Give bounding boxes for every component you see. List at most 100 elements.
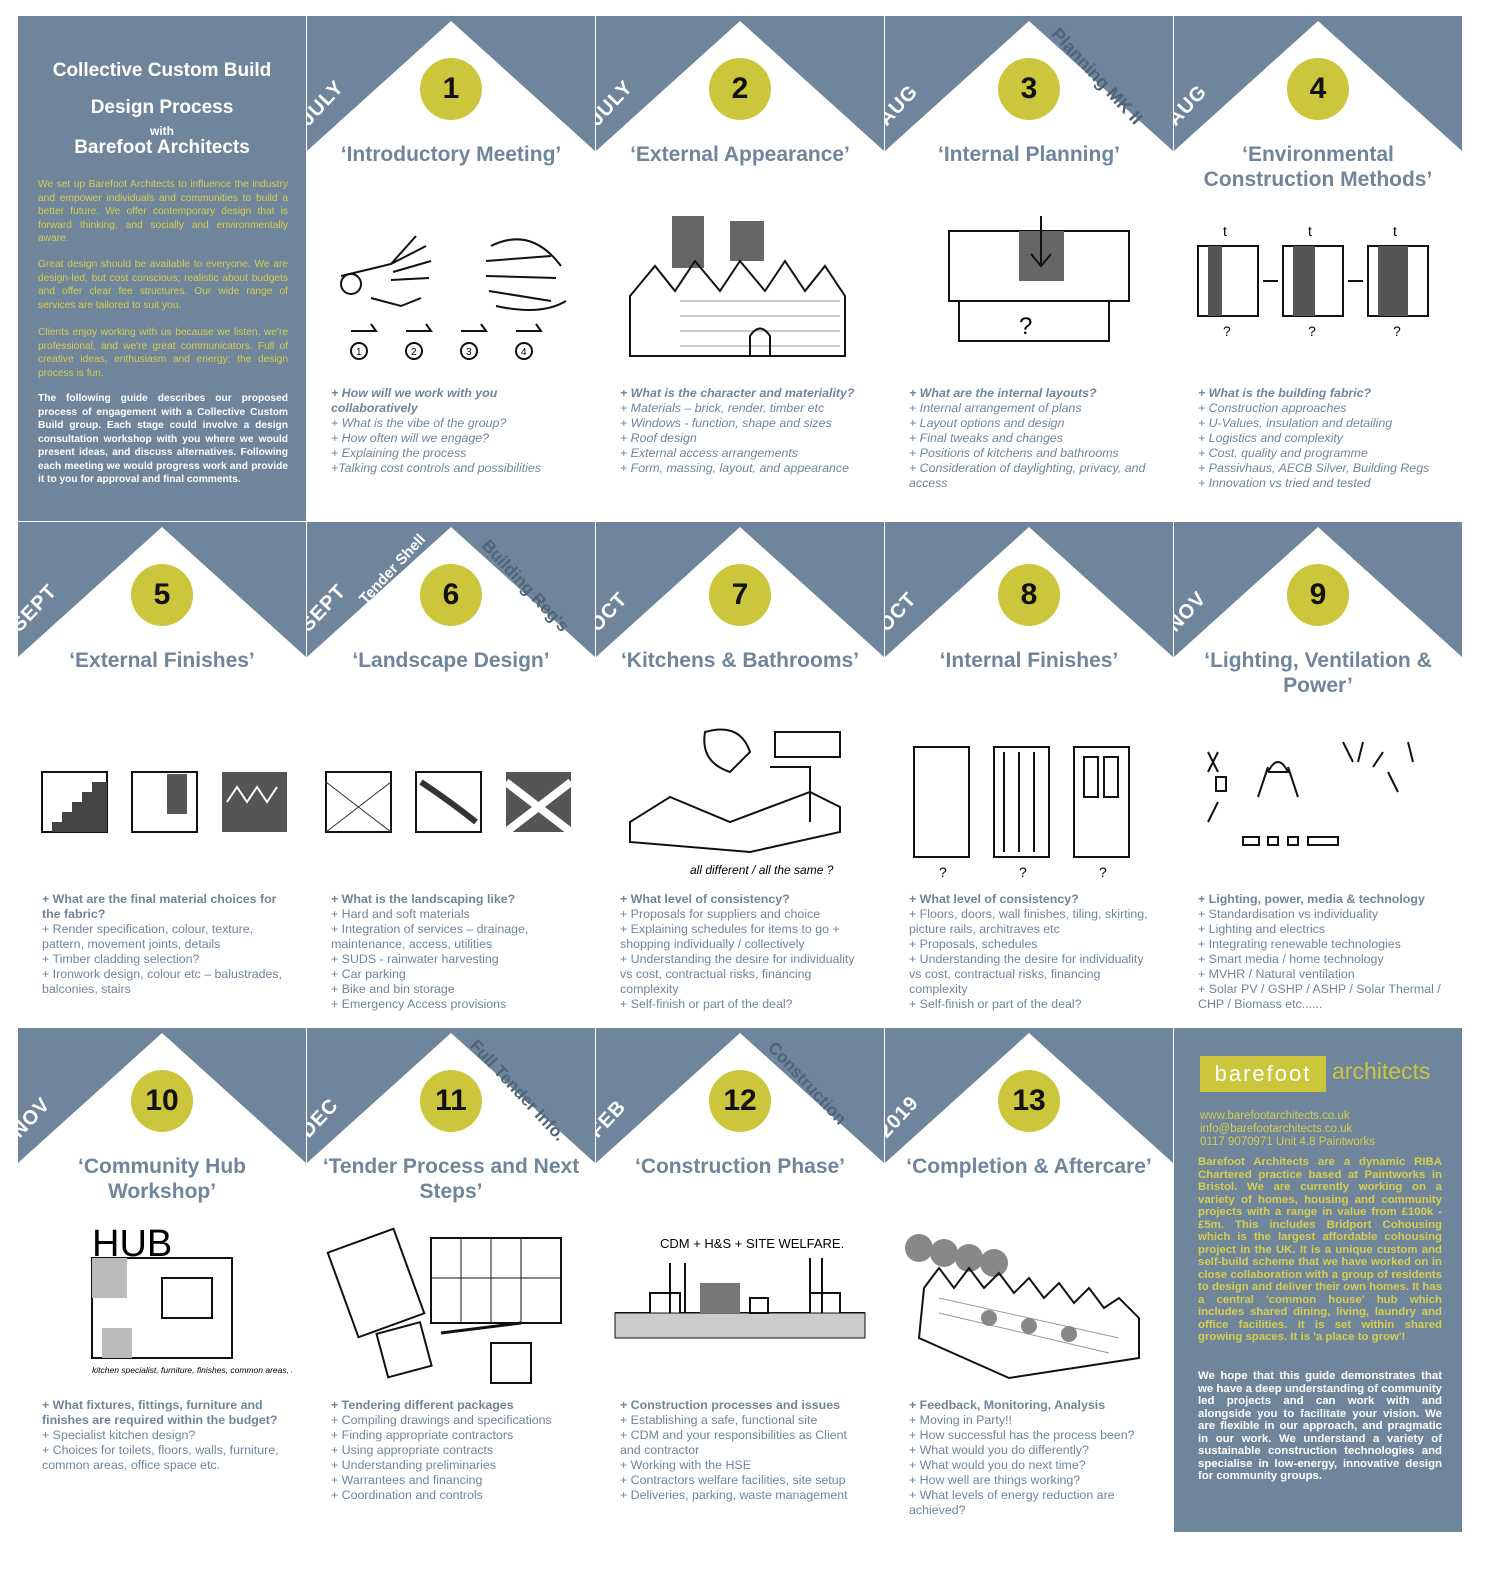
stage-title: ‘Environmental Construction Methods’ (1203, 143, 1433, 191)
checklist-item: + Timber cladding selection? (42, 952, 200, 966)
stage-checklist: + Tendering different packages+ Compilin… (331, 1398, 577, 1503)
stage-number-badge: 12 (709, 1070, 771, 1132)
house-body (18, 527, 306, 1027)
svg-text:t: t (1223, 223, 1227, 239)
intro-panel: Collective Custom Build Design Process w… (18, 16, 306, 521)
sketch-drawing: t?t?t? (1197, 223, 1429, 339)
house-shape (307, 21, 595, 521)
checklist-item: + Consideration of daylighting, privacy,… (909, 461, 1146, 490)
house-shape (885, 1033, 1173, 1532)
svg-text:CDM + H&S + SITE WELFARE.: CDM + H&S + SITE WELFARE. (660, 1236, 844, 1251)
intro-paragraph-3: Clients enjoy working with us because we… (38, 327, 288, 379)
checklist-item: + Ironwork design, colour etc – balustra… (42, 967, 283, 996)
checklist-item: + Compiling drawings and specifications (331, 1413, 552, 1427)
intro-title-3: Barefoot Architects (74, 137, 250, 158)
checklist-item: + Proposals, schedules (909, 937, 1038, 951)
logo-architects: architects (1332, 1058, 1431, 1084)
contact-web[interactable]: www.barefootarchitects.co.uk (1200, 1110, 1350, 1122)
checklist-item: + How successful has the process been? (909, 1428, 1135, 1442)
checklist-lead: + Construction processes and issues (620, 1398, 841, 1412)
checklist-lead: + Lighting, power, media & technology (1198, 892, 1425, 906)
stage-title: ‘Lighting, Ventilation & Power’ (1204, 649, 1432, 697)
stage-sketch: ??? (899, 712, 1159, 882)
stage-title: ‘Construction Phase’ (634, 1155, 846, 1178)
house-body (596, 21, 884, 521)
house-shape (596, 1033, 884, 1532)
house-body (1174, 21, 1462, 521)
stage-title: ‘Tender Process and Next Steps’ (322, 1155, 580, 1203)
checklist-item: + Establishing a safe, functional site (620, 1413, 818, 1427)
checklist-item: + Finding appropriate contractors (331, 1428, 514, 1442)
svg-text:all different / all the same ?: all different / all the same ? (690, 863, 834, 877)
stage-sketch (610, 206, 870, 376)
svg-text:?: ? (1223, 323, 1231, 339)
process-grid: Collective Custom Build Design Process w… (18, 16, 1487, 1556)
sketch-drawing (325, 771, 574, 836)
checklist-item: + Bike and bin storage (331, 982, 455, 996)
svg-text:t: t (1308, 223, 1312, 239)
svg-text:4: 4 (521, 347, 527, 358)
checklist-lead: + What fixtures, fittings, furniture and… (42, 1398, 278, 1427)
checklist-item: + Render specification, colour, texture,… (42, 922, 254, 951)
stage-checklist: + What is the building fabric?+ Construc… (1198, 386, 1444, 491)
checklist-item: + How well are things working? (909, 1473, 1081, 1487)
house-body (596, 1033, 884, 1532)
house-body (885, 1033, 1173, 1532)
stage-checklist: + What are the internal layouts?+ Intern… (909, 386, 1155, 491)
stage-title: ‘Introductory Meeting’ (340, 143, 562, 166)
checklist-item: + Standardisation vs individuality (1198, 907, 1379, 921)
checklist-item: + How often will we engage? (331, 431, 490, 445)
checklist-lead: + How will we work with you collaborativ… (331, 386, 498, 415)
house-shape (307, 527, 595, 1027)
checklist-item: + Car parking (331, 967, 406, 981)
checklist-lead: + Tendering different packages (331, 1398, 514, 1412)
checklist-lead: + What are the internal layouts? (909, 386, 1097, 400)
stage-number-badge: 8 (998, 564, 1060, 626)
checklist-item: + Form, massing, layout, and appearance (620, 461, 850, 475)
checklist-lead: + What level of consistency? (620, 892, 790, 906)
stage-number-badge: 2 (709, 58, 771, 120)
stage-checklist: + What level of consistency?+ Proposals … (620, 892, 866, 1012)
checklist-item: + MVHR / Natural ventilation (1198, 967, 1355, 981)
checklist-item: + Explaining the process (331, 446, 467, 460)
checklist-item: + Understanding the desire for individua… (909, 952, 1144, 996)
checklist-item: + Hard and soft materials (331, 907, 470, 921)
sketch-drawing (1207, 741, 1414, 846)
house-shape (885, 527, 1173, 1027)
checklist-lead: + What level of consistency? (909, 892, 1079, 906)
checklist-item: + Lighting and electrics (1198, 922, 1326, 936)
stage-number-badge: 7 (709, 564, 771, 626)
checklist-item: + Solar PV / GSHP / ASHP / Solar Thermal… (1198, 982, 1441, 1011)
house-shape (18, 527, 306, 1027)
outro-panel: barefoot architects www.barefootarchitec… (1174, 1028, 1462, 1532)
checklist-lead: + Feedback, Monitoring, Analysis (909, 1398, 1106, 1412)
stage-sketch (899, 1218, 1159, 1388)
about-paragraph-1: Barefoot Architects are a dynamic RIBA C… (1198, 1156, 1442, 1343)
stage-title: ‘External Finishes’ (69, 649, 255, 672)
house-shape (596, 527, 884, 1027)
stage-number-badge: 13 (998, 1070, 1060, 1132)
logo-barefoot: barefoot (1200, 1056, 1326, 1092)
checklist-item: + What levels of energy reduction are ac… (909, 1488, 1115, 1517)
checklist-item: + Logistics and complexity (1198, 431, 1343, 445)
intro-paragraph-4: The following guide describes our propos… (38, 393, 288, 485)
checklist-item: + Layout options and design (909, 416, 1065, 430)
checklist-item: + Specialist kitchen design? (42, 1428, 196, 1442)
sketch-drawing: all different / all the same ? (629, 728, 841, 877)
svg-text:t: t (1393, 223, 1397, 239)
intro-paragraph-2: Great design should be available to ever… (38, 259, 288, 311)
checklist-item: + Integrating renewable technologies (1198, 937, 1401, 951)
checklist-item: + Self-finish or part of the deal? (909, 997, 1082, 1011)
svg-text:1: 1 (356, 347, 362, 358)
contact-email[interactable]: info@barefootarchitects.co.uk (1200, 1123, 1353, 1135)
